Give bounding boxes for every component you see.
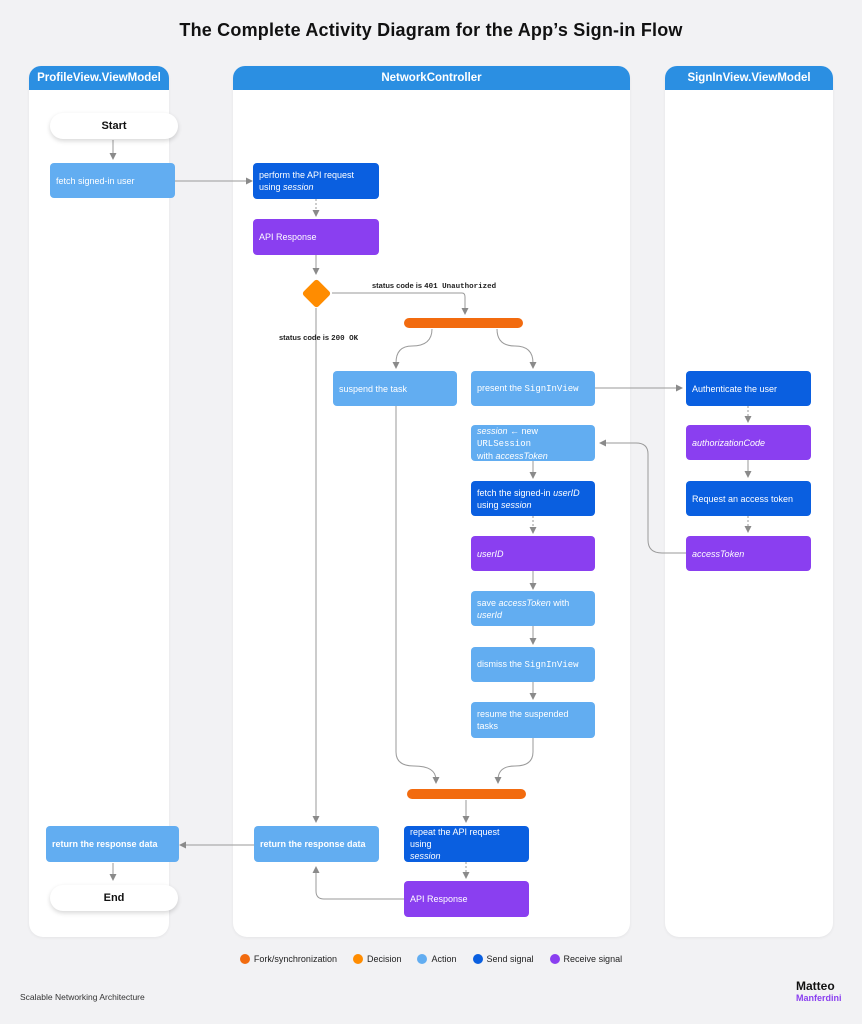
brand-line2: Manferdini xyxy=(796,993,842,1003)
lane-header-network: NetworkController xyxy=(233,66,630,90)
join-bar xyxy=(407,789,526,799)
auth-code-label: authorizationCode xyxy=(692,437,766,448)
session-code: URLSession xyxy=(477,438,532,449)
session-mid: ← new xyxy=(507,425,539,436)
save-var2: userId xyxy=(477,609,503,620)
lane-header-profile: ProfileView.ViewModel xyxy=(29,66,169,90)
fetch-userid-line2-var: session xyxy=(501,499,532,510)
guard-401-prefix: status code is xyxy=(372,281,425,290)
authenticate-user-send: Authenticate the user xyxy=(686,371,811,406)
fetch-userid-prefix: fetch the signed-in xyxy=(477,487,554,498)
end-node: End xyxy=(50,885,178,911)
guard-401-code: 401 Unauthorized xyxy=(424,283,497,291)
lane-profile-viewmodel: ProfileView.ViewModel xyxy=(29,66,169,937)
brand-logo: Matteo Manferdini xyxy=(796,980,842,1004)
fetch-userid-line2-prefix: using xyxy=(477,499,502,510)
repeat-line1: repeat the API request using xyxy=(410,827,500,849)
perform-line2-var: session xyxy=(283,182,314,192)
repeat-api-request-send: repeat the API request using session xyxy=(404,826,529,862)
access-token-label: accessToken xyxy=(692,548,745,559)
present-prefix: present the xyxy=(477,383,525,393)
legend-decision: Decision xyxy=(352,954,402,964)
brand-line1: Matteo xyxy=(796,979,835,993)
legend-send-dot xyxy=(472,954,483,964)
api-response-receive: API Response xyxy=(253,219,379,255)
save-prefix: save xyxy=(477,597,499,608)
fork-bar xyxy=(404,318,523,328)
legend-send: Send signal xyxy=(472,954,534,964)
legend-action-dot xyxy=(417,954,428,964)
request-access-token-send: Request an access token xyxy=(686,481,811,516)
resume-tasks-action: resume the suspended tasks xyxy=(471,702,595,738)
suspend-task-action: suspend the task xyxy=(333,371,457,406)
legend-action: Action xyxy=(417,954,457,964)
dismiss-signin-view-action: dismiss the SignInView xyxy=(471,647,595,682)
legend: Fork/synchronization Decision Action Sen… xyxy=(0,954,862,964)
userid-receive: userID xyxy=(471,536,595,571)
repeat-line2-var: session xyxy=(410,851,441,861)
access-token-receive: accessToken xyxy=(686,536,811,571)
legend-decision-dot xyxy=(352,954,363,964)
profile-return-response-action: return the response data xyxy=(46,826,179,862)
guard-401: status code is 401 Unauthorized xyxy=(372,281,496,291)
network-return-response-action: return the response data xyxy=(254,826,379,862)
start-node: Start xyxy=(50,113,178,139)
save-mid: with xyxy=(550,597,570,608)
guard-200-prefix: status code is xyxy=(279,333,332,342)
legend-fork-label: Fork/synchronization xyxy=(253,954,337,964)
perform-line2-prefix: using xyxy=(259,182,284,192)
legend-receive-dot xyxy=(549,954,560,964)
present-signin-view-action: present the SignInView xyxy=(471,371,595,406)
footer-caption: Scalable Networking Architecture xyxy=(20,992,145,1002)
present-code: SignInView xyxy=(524,384,579,394)
userid-label: userID xyxy=(477,548,504,559)
legend-fork-dot xyxy=(239,954,250,964)
dismiss-code: SignInView xyxy=(524,660,579,670)
authorization-code-receive: authorizationCode xyxy=(686,425,811,460)
session-line2-var: accessToken xyxy=(495,450,548,461)
save-var1: accessToken xyxy=(498,597,551,608)
session-var: session xyxy=(477,425,508,436)
dismiss-prefix: dismiss the xyxy=(477,659,525,669)
guard-200-code: 200 OK xyxy=(331,335,359,343)
legend-fork: Fork/synchronization xyxy=(239,954,337,964)
diagram-title: The Complete Activity Diagram for the Ap… xyxy=(179,20,683,40)
perform-api-request-send: perform the API request using session xyxy=(253,163,379,199)
legend-action-label: Action xyxy=(431,954,457,964)
perform-line1: perform the API request xyxy=(259,170,355,180)
save-access-token-action: save accessToken with userId xyxy=(471,591,595,626)
fetch-userid-send: fetch the signed-in userID using session xyxy=(471,481,595,516)
legend-send-label: Send signal xyxy=(486,954,534,964)
fetch-signed-in-user-action: fetch signed-in user xyxy=(50,163,175,198)
lane-header-signin: SignInView.ViewModel xyxy=(665,66,833,90)
fetch-userid-var: userID xyxy=(553,487,580,498)
legend-receive-label: Receive signal xyxy=(563,954,623,964)
guard-200: status code is 200 OK xyxy=(279,333,358,343)
api-response-2-receive: API Response xyxy=(404,881,529,917)
legend-receive: Receive signal xyxy=(549,954,623,964)
legend-decision-label: Decision xyxy=(366,954,402,964)
session-line2-prefix: with xyxy=(477,450,496,461)
